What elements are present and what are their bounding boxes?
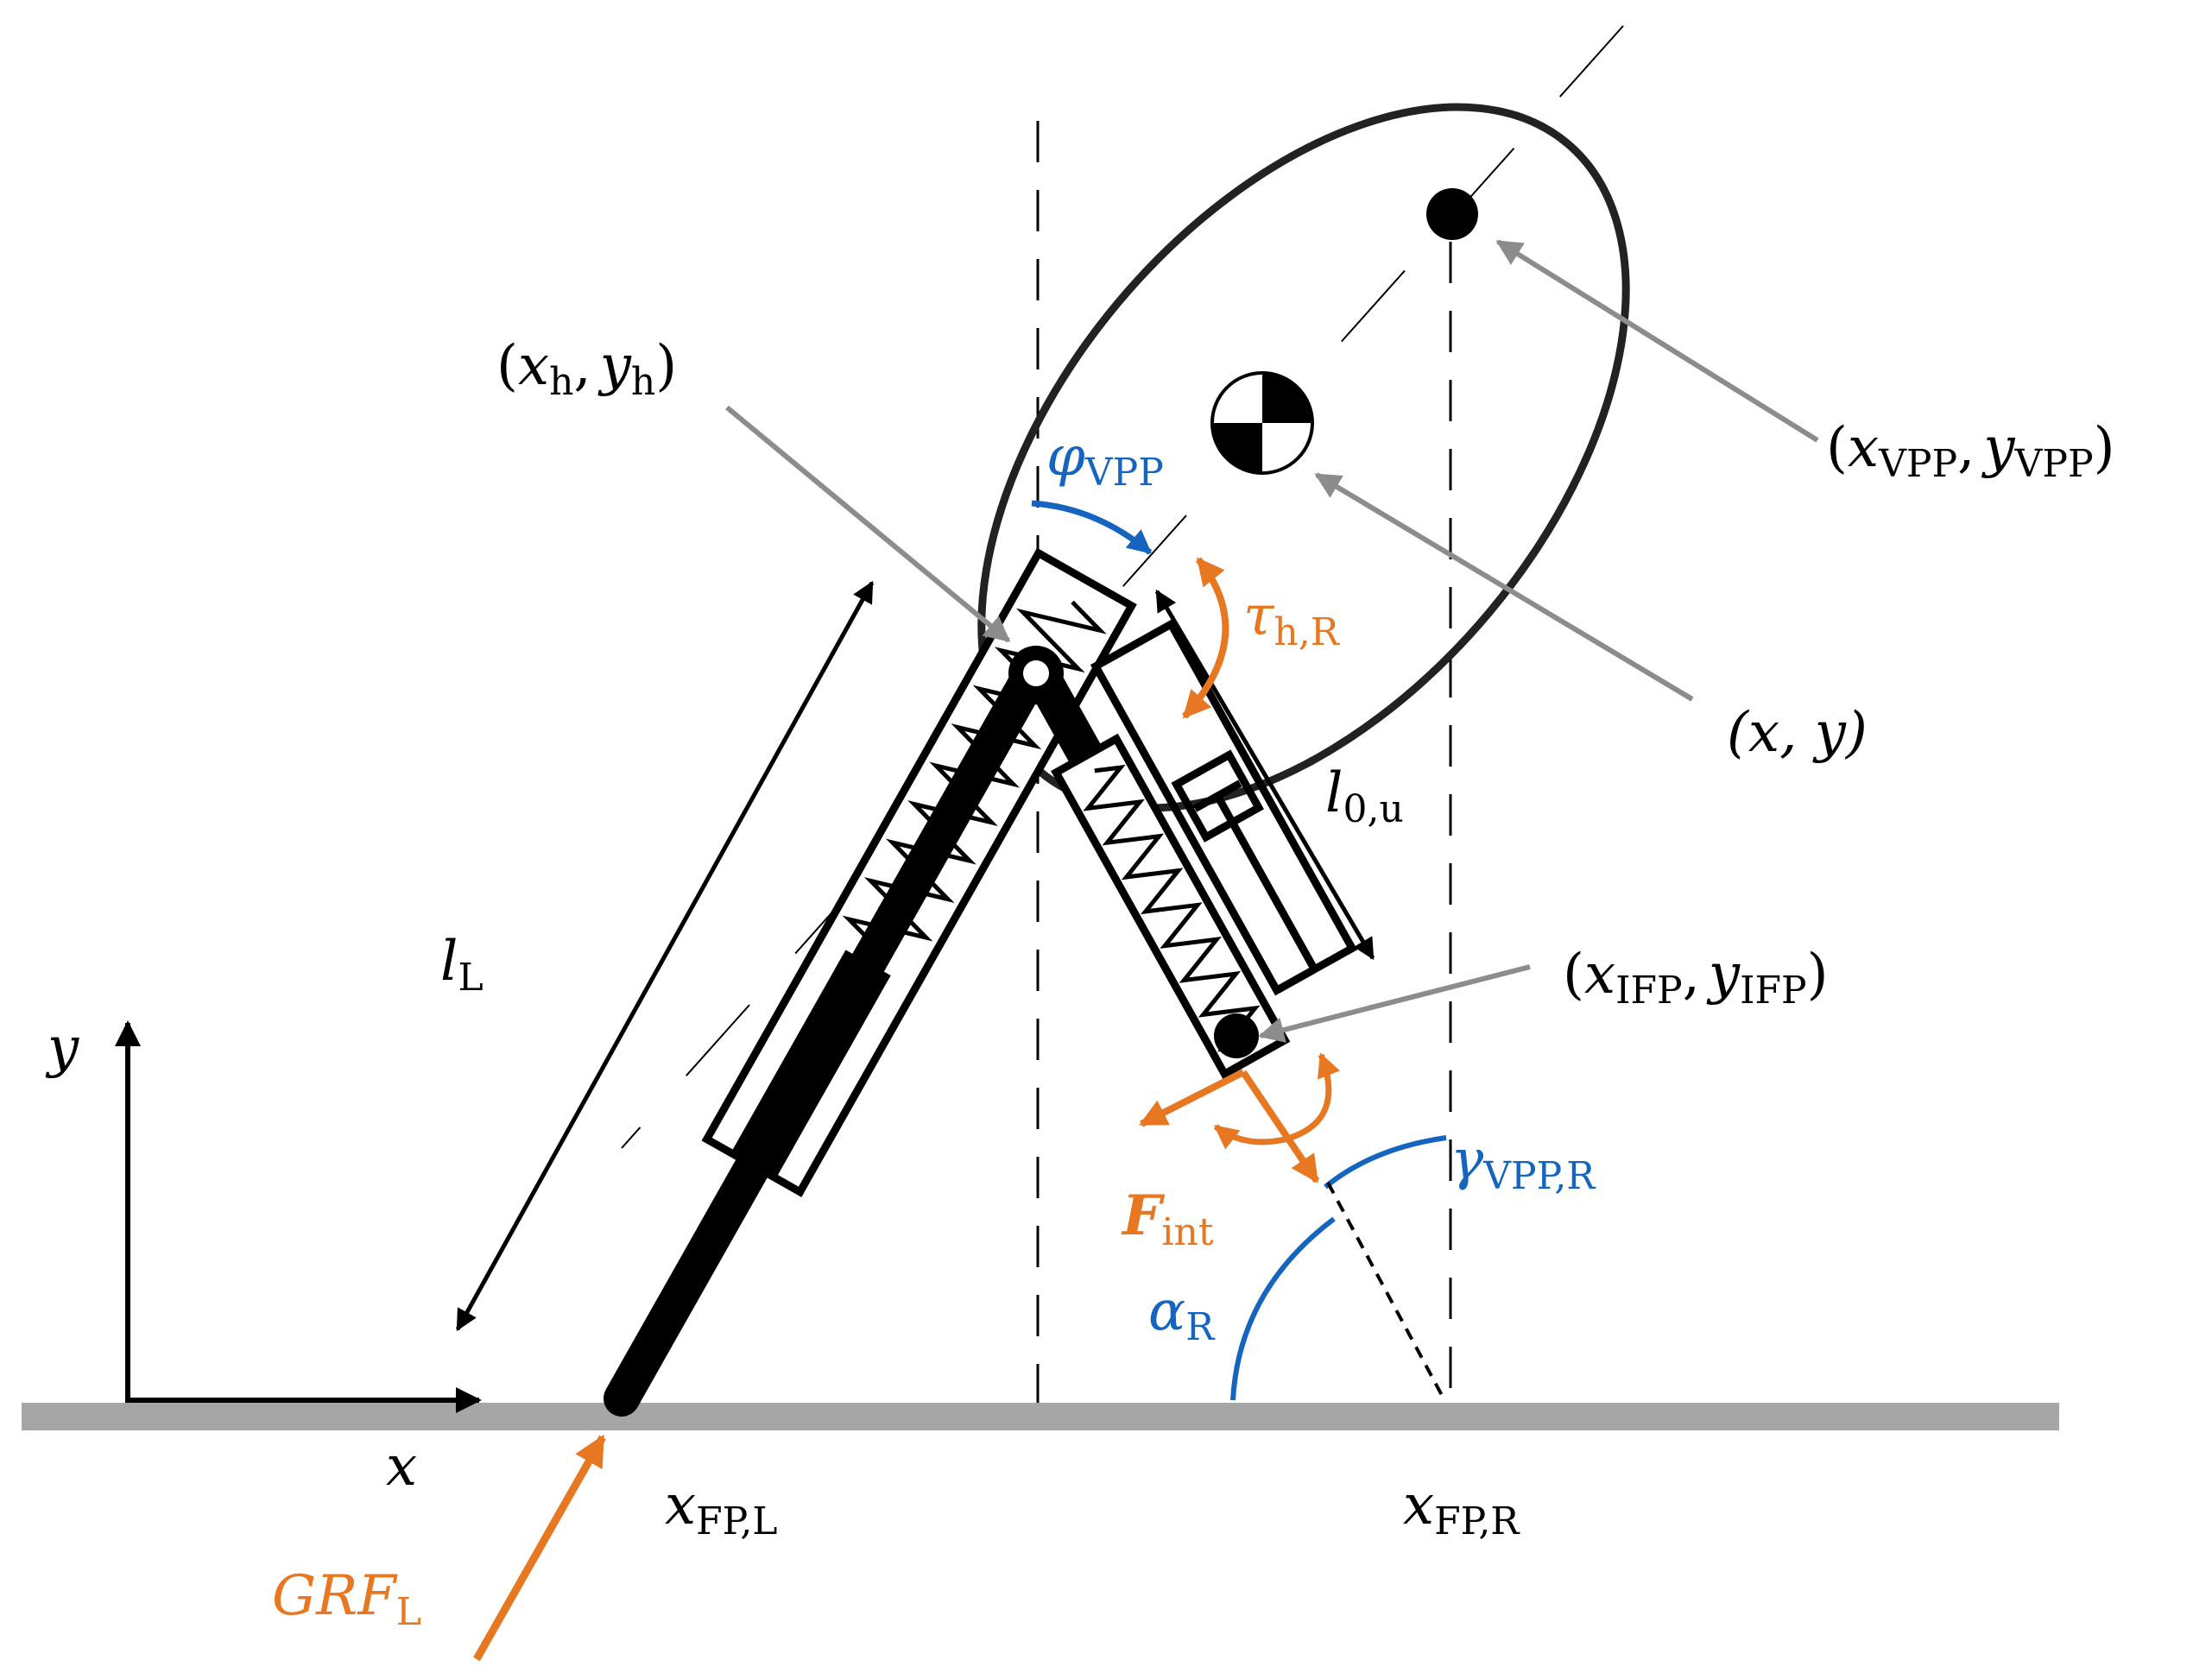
- fint-label: Fint: [1121, 1184, 1214, 1254]
- com-label: (x, y): [1727, 701, 1868, 765]
- l0u-label: l0,u: [1325, 761, 1404, 831]
- left-leg-length-arrow: [455, 580, 875, 1332]
- ifp-pointer-arrow: [1258, 964, 1531, 1043]
- fint-torque-arrow: [1213, 1052, 1341, 1150]
- y-axis-label: y: [45, 1016, 79, 1080]
- ifp-point: [1214, 1013, 1259, 1058]
- vpp-point: [1426, 188, 1478, 240]
- vpp-ray-dashed-line: [1326, 1182, 1445, 1399]
- hip-label: (xh,yh): [496, 334, 677, 404]
- alpha-r-arc: [1230, 1216, 1336, 1401]
- alpha-label: αR: [1148, 1279, 1216, 1349]
- ll-label: lL: [440, 930, 483, 1000]
- ifp-label: (xIFP,yIFP): [1563, 943, 1829, 1013]
- com-symbol: [1210, 371, 1314, 475]
- phi-vpp-label: φVPP: [1046, 425, 1164, 495]
- grf-arrow: [473, 1434, 606, 1662]
- x-axis-label: x: [386, 1435, 417, 1499]
- hip-torque-arrow: [1182, 557, 1229, 719]
- fint-arrow-left: [1139, 1069, 1245, 1127]
- vpp-pointer-arrow: [1495, 239, 1819, 443]
- phi-vpp-arc-arrow: [1031, 500, 1153, 555]
- com-pointer-arrow: [1314, 472, 1694, 702]
- vpp-label: (xVPP,yVPP): [1826, 416, 2115, 486]
- left-leg-sleeve: [701, 547, 1137, 1197]
- fint-arrow-down: [1240, 1070, 1320, 1184]
- hip-pointer-arrow: [725, 405, 1011, 643]
- xfpr-label: xFP,R: [1403, 1474, 1520, 1543]
- gamma-label: γVPP,R: [1450, 1128, 1596, 1198]
- xfpl-label: xFP,L: [665, 1474, 778, 1543]
- gamma-vpp-arc: [1324, 1135, 1447, 1190]
- grf-label: GRFL: [272, 1564, 421, 1634]
- tau-label: τh,R: [1243, 584, 1341, 654]
- hip-joint-center: [1023, 660, 1049, 686]
- ground-line: [22, 1403, 2059, 1430]
